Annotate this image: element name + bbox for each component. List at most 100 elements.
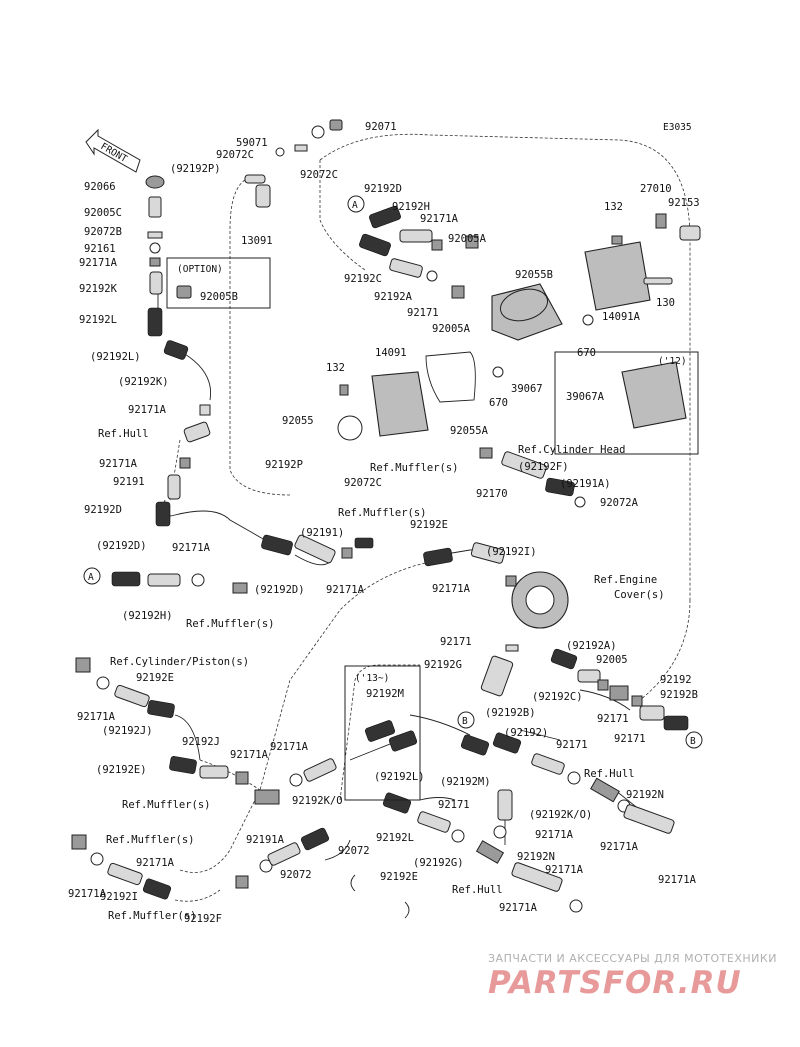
part-label: 670 [489, 397, 508, 409]
part-label: (92192P) [170, 163, 221, 175]
part-label: Ref.Hull [452, 884, 503, 896]
watermark-caption: ЗАПЧАСТИ И АКСЕССУАРЫ ДЛЯ МОТОТЕХНИКИ [488, 952, 777, 965]
part-label: Cover(s) [614, 589, 665, 601]
part-label: 92192D [84, 504, 122, 516]
part-label: 92072 [280, 869, 312, 881]
part-label: 92192E [380, 871, 418, 883]
part-label: (92192D) [96, 540, 147, 552]
part-label: 92171 [407, 307, 439, 319]
part-label: Ref.Engine [594, 574, 657, 586]
part-label: 39067 [511, 383, 543, 395]
part-label: 92072C [300, 169, 338, 181]
part-label: (92192M) [440, 776, 491, 788]
part-label: 92192D [364, 183, 402, 195]
part-label: (92192E) [96, 764, 147, 776]
part-label: 92072B [84, 226, 122, 238]
part-label: Ref.Muffler(s) [338, 507, 427, 519]
part-label: 92191 [113, 476, 145, 488]
part-label: (92192K/O) [529, 809, 592, 821]
part-label: 39067A [566, 391, 605, 403]
part-label: 670 [577, 347, 596, 359]
part-label: 92192E [136, 672, 174, 684]
svg-text:B: B [690, 736, 696, 747]
part-label: Ref.Muffler(s) [186, 618, 275, 630]
part-label: 92171A [77, 711, 116, 723]
part-label: 92192 [660, 674, 692, 686]
part-label: 59071 [236, 137, 268, 149]
part-label: 27010 [640, 183, 672, 195]
part-label: (92192J) [102, 725, 153, 737]
part-label: Ref.Muffler(s) [370, 462, 459, 474]
part-label: 92192F [184, 913, 222, 925]
part-label: 92192L [79, 314, 117, 326]
part-label: 92072C [216, 149, 254, 161]
part-label: 92192I [100, 891, 138, 903]
part-label: 92191A [246, 834, 285, 846]
part-label: 92171A [136, 857, 175, 869]
part-label: 92192B [660, 689, 698, 701]
part-label: 92066 [84, 181, 116, 193]
part-label: 92192M [366, 688, 404, 700]
part-label: 92005 [596, 654, 628, 666]
part-label: 92171A [535, 829, 574, 841]
callout-b-right: B [685, 731, 703, 749]
part-label: 14091A [602, 311, 641, 323]
part-label: 92192H [392, 201, 430, 213]
part-label: 92171 [438, 799, 470, 811]
part-label: (92191A) [560, 478, 611, 490]
part-label: 92072C [344, 477, 382, 489]
part-label: 92192A [374, 291, 413, 303]
diagram-code: E3035 [663, 122, 692, 133]
part-label: 92171 [440, 636, 472, 648]
parts-shapes [71, 119, 701, 919]
part-label: 92171A [172, 542, 211, 554]
part-label: (92191) [300, 527, 344, 539]
part-label: 92071 [365, 121, 397, 133]
part-label: 92055A [450, 425, 489, 437]
part-label: 92072 [338, 845, 370, 857]
part-label: 92005C [84, 207, 122, 219]
part-label: 92171A [128, 404, 167, 416]
part-label: 92005A [432, 323, 471, 335]
option-label: (OPTION) [177, 264, 223, 275]
callout-b-mid: B [457, 711, 475, 729]
year-12-label: ('12) [658, 356, 687, 367]
part-label: 92072A [600, 497, 639, 509]
part-label: 92005B [200, 291, 238, 303]
part-label: (92192B) [485, 707, 536, 719]
part-label: 14091 [375, 347, 407, 359]
part-label: 92171A [79, 257, 118, 269]
part-label: 92192L [376, 832, 414, 844]
part-label: 92192N [626, 789, 664, 801]
part-label: Ref.Cylinder/Piston(s) [110, 656, 249, 668]
part-label: Ref.Muffler(s) [106, 834, 195, 846]
part-label: (92192C) [532, 691, 583, 703]
part-label: 92171 [614, 733, 646, 745]
part-label: 13091 [241, 235, 273, 247]
svg-text:A: A [352, 200, 358, 211]
svg-text:B: B [462, 716, 468, 727]
part-label: 92192J [182, 736, 220, 748]
part-label: 92171A [545, 864, 584, 876]
part-label: 92192C [344, 273, 382, 285]
part-label: Ref.Cylinder Head [518, 444, 625, 456]
part-labels: 920715907192072C(92192P)92072C1309192066… [68, 121, 700, 925]
part-label: (92192F) [518, 461, 569, 473]
part-label: 92171A [230, 749, 269, 761]
part-label: 92192K [79, 283, 118, 295]
watermark-logo: PARTSFOR.RU [488, 965, 742, 1001]
part-label: 92171A [99, 458, 138, 470]
part-label: (92192D) [254, 584, 305, 596]
part-label: (92192A) [566, 640, 617, 652]
part-label: 92171A [600, 841, 639, 853]
part-label: 92171A [499, 902, 538, 914]
part-label: 92171 [556, 739, 588, 751]
part-label: 92153 [668, 197, 700, 209]
part-label: (92192H) [122, 610, 173, 622]
part-label: (92192) [504, 727, 548, 739]
part-label: 92192G [424, 659, 462, 671]
part-label: Ref.Hull [584, 768, 635, 780]
part-label: (92192I) [486, 546, 537, 558]
part-label: Ref.Muffler(s) [122, 799, 211, 811]
